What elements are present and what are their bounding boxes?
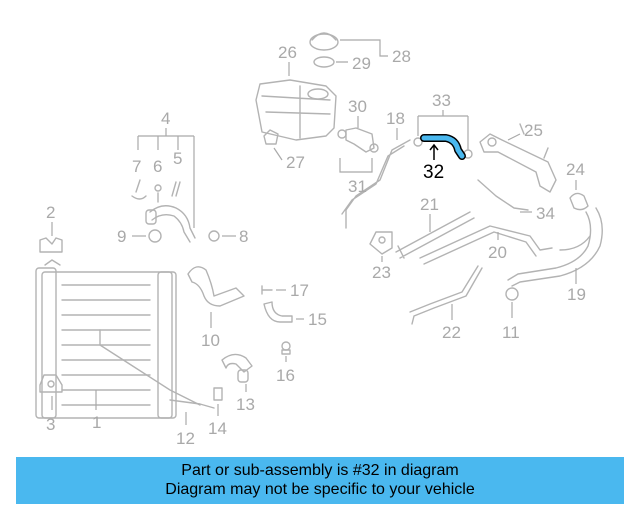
label-9: 9 (117, 227, 126, 246)
label-17: 17 (290, 281, 309, 300)
label-2: 2 (46, 203, 55, 222)
label-15: 15 (308, 310, 327, 329)
label-10: 10 (201, 331, 220, 350)
plug-part-16 (281, 341, 291, 351)
pointer-arrow-32 (429, 143, 439, 160)
label-31: 31 (348, 177, 367, 196)
label-16: 16 (276, 366, 295, 385)
label-7: 7 (132, 157, 141, 176)
label-22: 22 (442, 323, 461, 342)
pipe-part-22 (409, 265, 483, 325)
label-30: 30 (348, 97, 367, 116)
bracket-part-23 (369, 231, 393, 255)
radiator-part-1 (35, 259, 201, 419)
hose-assembly-4 (149, 205, 196, 243)
label-19: 19 (567, 285, 586, 304)
label-28: 28 (392, 47, 411, 66)
fitting-part-17 (261, 285, 273, 295)
highlighted-hose-part-32 (420, 134, 466, 160)
sensor-part-27 (263, 129, 279, 145)
pipe-part-20 (419, 225, 553, 265)
gasket-part-29 (313, 56, 335, 68)
cap-part-28 (309, 33, 339, 51)
hose-part-13 (221, 353, 253, 373)
info-banner: Part or sub-assembly is #32 in diagram D… (16, 457, 624, 504)
label-20: 20 (488, 243, 507, 262)
label-18: 18 (386, 109, 405, 128)
label-21: 21 (420, 195, 439, 214)
clamp-part-6 (154, 184, 162, 192)
expansion-tank-part-26 (255, 79, 337, 141)
hose-part-10 (187, 266, 245, 307)
pipe-part-12 (169, 399, 215, 409)
label-26: 26 (278, 43, 297, 62)
clamp-part-9 (148, 229, 162, 243)
label-25: 25 (524, 121, 543, 140)
label-3: 3 (46, 415, 55, 434)
bracket-part-2 (39, 237, 63, 253)
label-4: 4 (161, 109, 170, 128)
flange-pipe-part-25 (479, 133, 557, 193)
clamp-part-11 (505, 287, 519, 301)
label-32: 32 (423, 162, 444, 183)
hose-part-15 (263, 301, 293, 323)
banner-line-2: Diagram may not be specific to your vehi… (165, 481, 475, 498)
label-34: 34 (536, 204, 555, 223)
cap-part-24 (569, 192, 589, 211)
banner-line-1: Part or sub-assembly is #32 in diagram (181, 462, 459, 479)
hose-part-5 (171, 181, 181, 197)
pipe-part-18 (341, 139, 411, 229)
label-5: 5 (173, 149, 182, 168)
hose-part-19 (507, 207, 603, 287)
label-8: 8 (239, 227, 248, 246)
label-14: 14 (208, 419, 227, 438)
clamp-part-8 (208, 230, 220, 242)
label-33: 33 (432, 91, 451, 110)
fitting-part-14 (213, 387, 223, 401)
pipe-part-21 (395, 211, 475, 259)
label-1: 1 (92, 413, 101, 432)
label-27: 27 (286, 153, 305, 172)
label-24: 24 (566, 160, 585, 179)
label-6: 6 (153, 157, 162, 176)
label-12: 12 (176, 429, 195, 448)
pipe-part-34 (477, 179, 529, 211)
label-29: 29 (352, 54, 371, 73)
mount-part-3 (39, 374, 63, 393)
label-11: 11 (502, 323, 520, 342)
label-23: 23 (372, 263, 391, 282)
clip-part-7 (131, 179, 147, 200)
parts-diagram: 1 2 3 4 5 6 7 8 9 10 11 12 13 (35, 32, 603, 448)
label-13: 13 (236, 395, 255, 414)
